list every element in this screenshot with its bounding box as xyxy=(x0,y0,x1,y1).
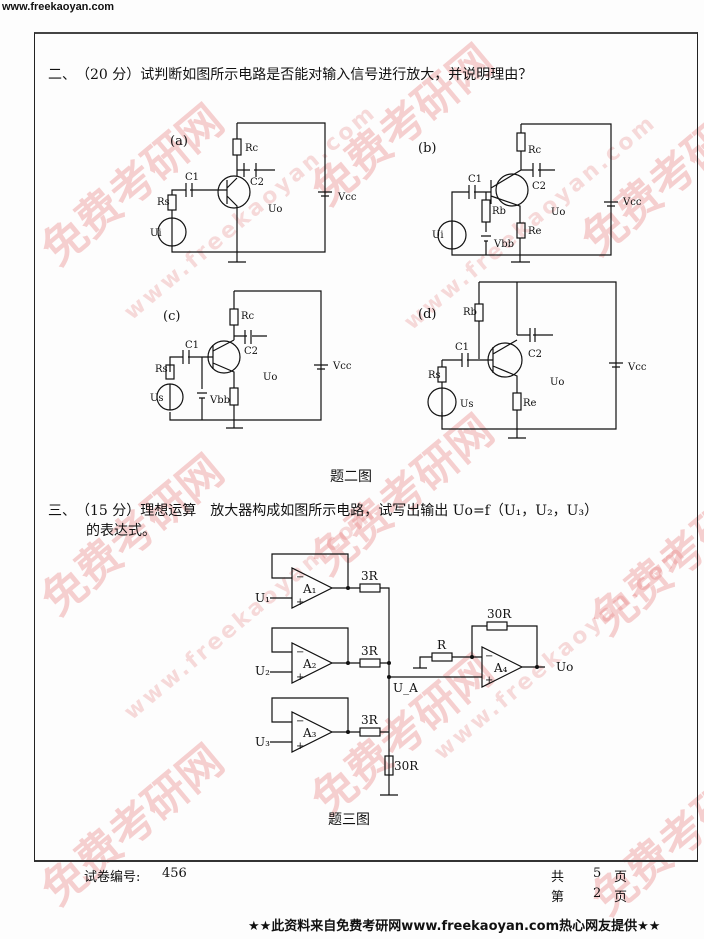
total-pages: 5 xyxy=(593,866,602,881)
svg-text:A₂: A₂ xyxy=(302,657,317,671)
svg-text:(d): (d) xyxy=(418,307,436,322)
svg-text:Vbb: Vbb xyxy=(209,395,230,406)
svg-text:30R: 30R xyxy=(487,607,512,621)
svg-text:Uo: Uo xyxy=(551,207,565,218)
svg-text:Uo: Uo xyxy=(268,204,282,215)
svg-text:Vcc: Vcc xyxy=(627,362,647,373)
svg-text:Rb: Rb xyxy=(492,206,506,217)
svg-text:C1: C1 xyxy=(468,174,482,185)
question-frame xyxy=(34,32,698,862)
svg-text:A₃: A₃ xyxy=(302,726,317,740)
svg-text:(c): (c) xyxy=(163,309,180,324)
paper-number: 456 xyxy=(162,866,187,881)
svg-text:+: + xyxy=(485,675,493,686)
page-unit: 页 xyxy=(614,870,628,885)
svg-text:Rb: Rb xyxy=(463,307,477,318)
page-unit: 页 xyxy=(614,890,628,905)
svg-text:(b): (b) xyxy=(418,141,436,156)
svg-text:+: + xyxy=(296,597,304,608)
figure-3-caption: 题三图 xyxy=(328,812,370,828)
svg-text:Rs: Rs xyxy=(157,197,170,208)
paper-number-label: 试卷编号: xyxy=(84,870,141,885)
svg-text:Re: Re xyxy=(523,398,537,409)
current-page-label: 第 xyxy=(551,890,565,905)
svg-text:U₃: U₃ xyxy=(255,735,270,749)
svg-text:Vcc: Vcc xyxy=(622,197,642,208)
source-banner: ★★此资料来自免费考研网www.freekaoyan.com热心网友提供★★ xyxy=(248,919,661,934)
svg-text:3R: 3R xyxy=(361,713,379,727)
svg-text:−: − xyxy=(296,572,304,583)
svg-text:−: − xyxy=(296,716,304,727)
question-3-text: 三、 （15 分）理想运算 放大器构成如图所示电路，试写出输出 Uo=f（U₁，… xyxy=(48,503,599,519)
svg-text:Us: Us xyxy=(150,393,164,404)
svg-text:+: + xyxy=(296,672,304,683)
svg-text:3R: 3R xyxy=(361,569,379,583)
svg-text:U_A: U_A xyxy=(393,681,418,695)
svg-text:C2: C2 xyxy=(528,349,542,360)
figure-2-caption: 题二图 xyxy=(330,469,372,485)
svg-text:Vbb: Vbb xyxy=(493,239,514,250)
svg-text:+: + xyxy=(296,741,304,752)
svg-text:Rc: Rc xyxy=(241,311,255,322)
svg-text:Uo: Uo xyxy=(556,660,573,674)
opamp-circuit: − + − + − + − + A₁ A₂ A₃ A₄ U₁ U₂ U₃ 3R 3R 3R 30R… xyxy=(255,553,573,796)
svg-text:Uo: Uo xyxy=(550,377,564,388)
svg-text:Rc: Rc xyxy=(528,145,542,156)
svg-text:30R: 30R xyxy=(394,759,419,773)
svg-text:Vcc: Vcc xyxy=(332,361,352,372)
svg-text:U₂: U₂ xyxy=(255,664,270,678)
svg-text:C2: C2 xyxy=(250,177,264,188)
svg-text:C2: C2 xyxy=(532,181,546,192)
svg-text:Uo: Uo xyxy=(263,372,277,383)
svg-text:(a): (a) xyxy=(170,134,188,149)
question-2-text: 二、 （20 分）试判断如图所示电路是否能对输入信号进行放大，并说明理由？ xyxy=(48,67,533,83)
svg-text:A₁: A₁ xyxy=(302,582,316,596)
total-pages-label: 共 xyxy=(551,870,565,885)
svg-text:Vcc: Vcc xyxy=(337,192,357,203)
svg-text:C2: C2 xyxy=(244,346,258,357)
site-url[interactable]: www.freekaoyan.com xyxy=(2,1,115,13)
svg-text:C1: C1 xyxy=(185,172,199,183)
svg-text:Ui: Ui xyxy=(432,230,444,241)
svg-text:A₄: A₄ xyxy=(493,661,508,675)
svg-text:C1: C1 xyxy=(185,340,199,351)
svg-text:Us: Us xyxy=(460,399,474,410)
svg-text:U₁: U₁ xyxy=(255,591,270,605)
svg-text:R: R xyxy=(437,638,447,652)
svg-text:−: − xyxy=(485,651,493,662)
question-3-text-cont: 的表达式。 xyxy=(86,523,156,539)
svg-text:Rs: Rs xyxy=(155,364,168,375)
svg-text:Rs: Rs xyxy=(428,370,441,381)
current-page: 2 xyxy=(593,886,602,901)
svg-text:Re: Re xyxy=(528,226,542,237)
svg-text:C1: C1 xyxy=(455,342,469,353)
svg-text:−: − xyxy=(296,647,304,658)
svg-text:Ui: Ui xyxy=(150,228,162,239)
svg-text:Rc: Rc xyxy=(245,143,259,154)
svg-text:3R: 3R xyxy=(361,644,379,658)
